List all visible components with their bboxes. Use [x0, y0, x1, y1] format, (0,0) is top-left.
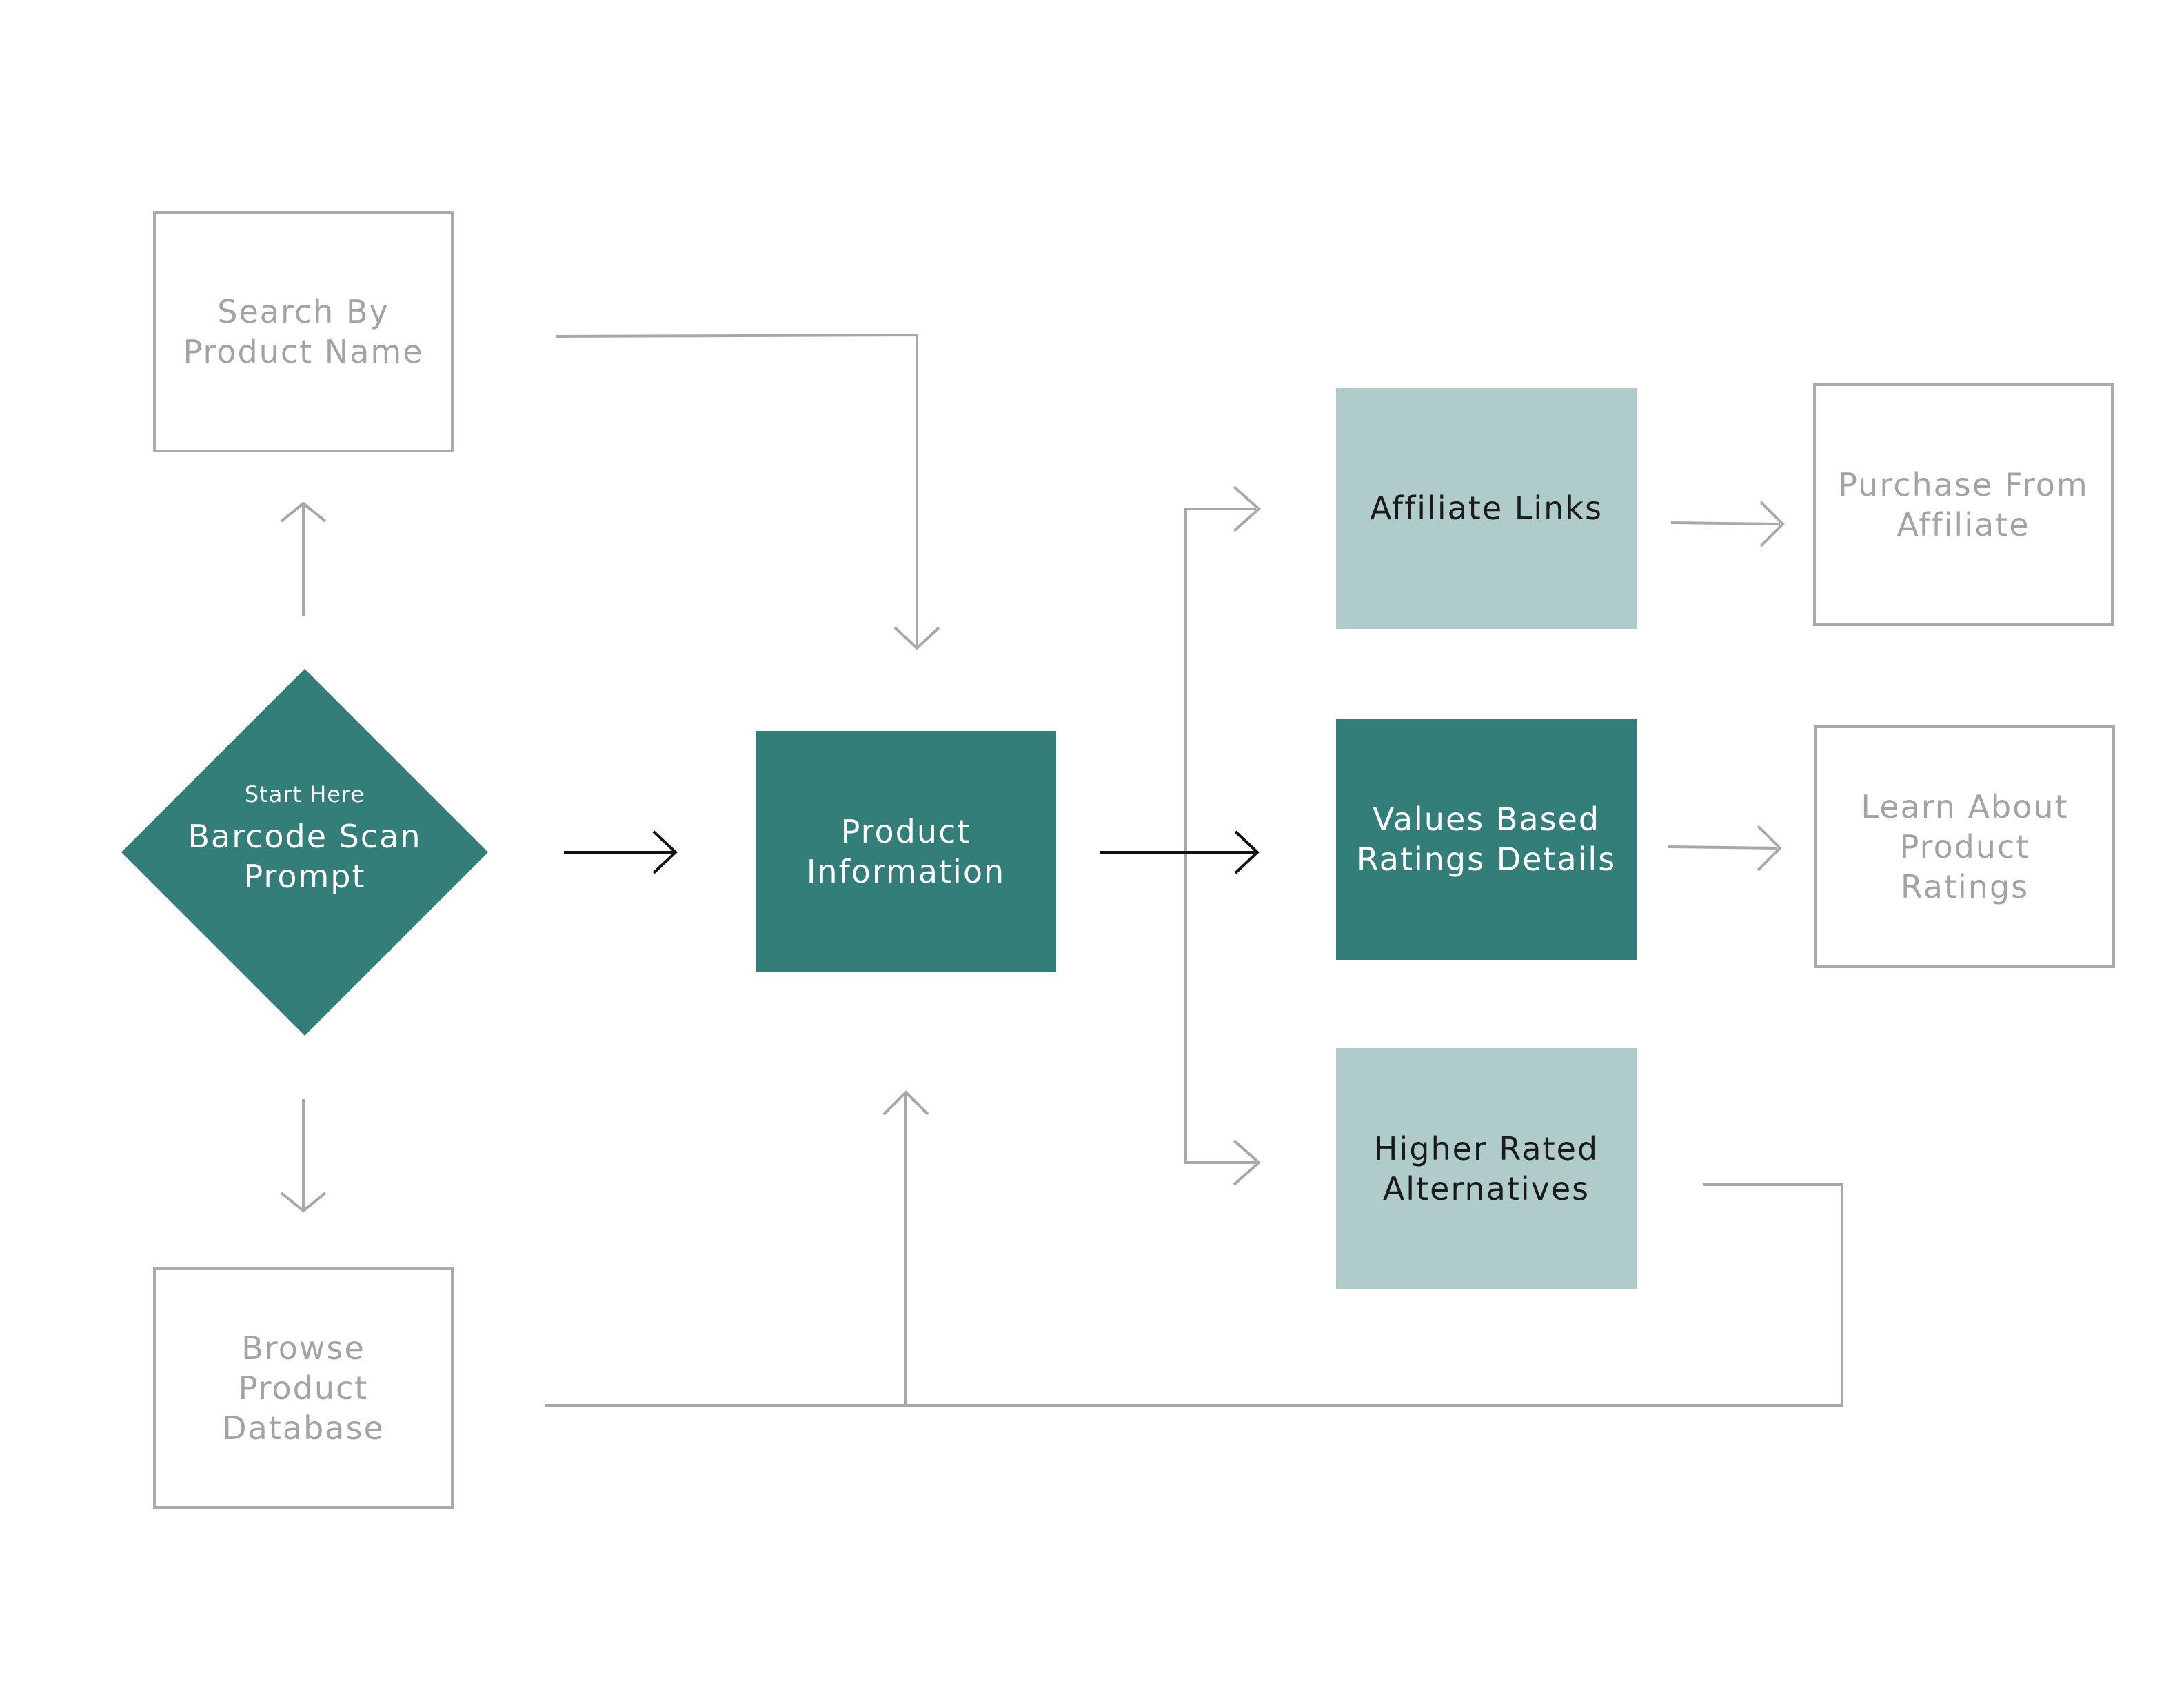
arrow-affiliate-to-purchase — [1670, 501, 1785, 547]
arrow-product-to-higher — [1184, 852, 1262, 1186]
arrow-values-to-learn — [1668, 825, 1782, 872]
node-label: Product Information — [806, 813, 1006, 890]
values-based-ratings-node[interactable]: Values Based Ratings Details — [1336, 719, 1637, 960]
purchase-from-affiliate-node[interactable]: Purchase From Affiliate — [1813, 383, 2114, 626]
affiliate-links-node[interactable]: Affiliate Links — [1336, 388, 1637, 629]
node-label: Browse Product Database — [222, 1329, 385, 1447]
node-label: Higher Rated Alternatives — [1373, 1130, 1599, 1207]
node-label: Learn About Product Ratings — [1861, 788, 2069, 905]
node-label: Search By Product Name — [183, 293, 424, 370]
arrow-product-to-affiliate — [1184, 485, 1262, 852]
browse-product-database-node[interactable]: Browse Product Database — [153, 1267, 454, 1509]
node-label: Purchase From Affiliate — [1838, 466, 2089, 543]
higher-rated-alternatives-node[interactable]: Higher Rated Alternatives — [1336, 1048, 1637, 1289]
arrow-browse-to-product — [545, 1090, 1843, 1407]
start-diamond-shape — [121, 669, 488, 1036]
start-node-label: Barcode Scan Prompt — [188, 818, 422, 895]
start-node-subtitle: Start Here — [244, 781, 365, 807]
arrow-search-to-product — [555, 333, 940, 650]
product-information-node[interactable]: Product Information — [756, 731, 1056, 972]
arrow-product-to-values — [1100, 830, 1260, 874]
learn-about-ratings-node[interactable]: Learn About Product Ratings — [1814, 725, 2115, 968]
node-label: Values Based Ratings Details — [1356, 801, 1617, 878]
start-node[interactable]: Start Here Barcode Scan Prompt — [121, 779, 488, 896]
node-label: Affiliate Links — [1370, 490, 1603, 527]
arrow-start-to-product — [564, 830, 678, 874]
search-by-product-name-node[interactable]: Search By Product Name — [153, 211, 454, 452]
arrow-start-to-browse — [280, 1099, 327, 1213]
arrow-start-to-search — [280, 501, 327, 616]
